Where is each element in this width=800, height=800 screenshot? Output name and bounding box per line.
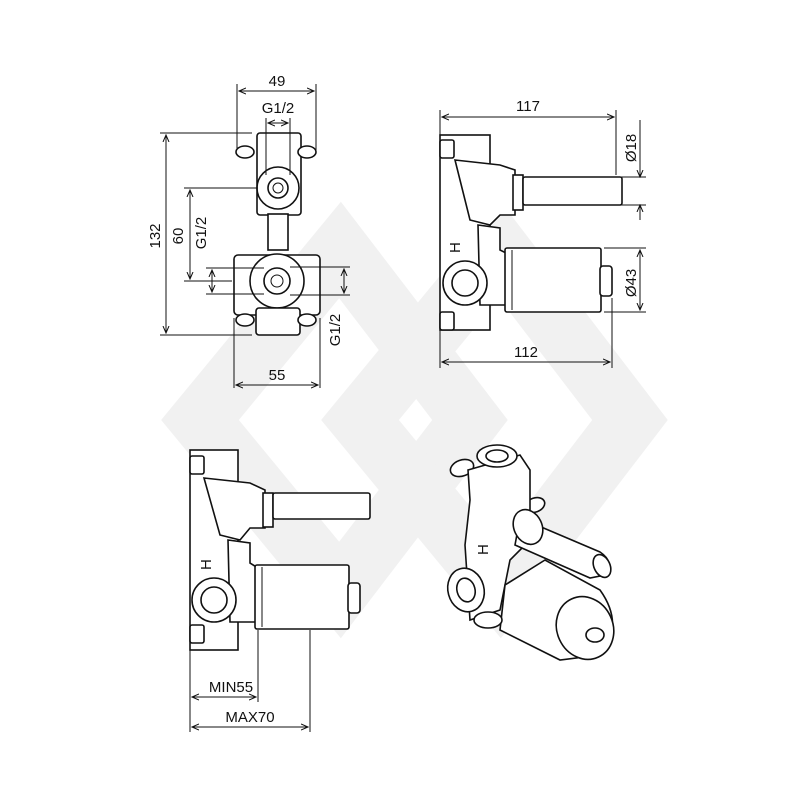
side-hot-mark: H [447,242,464,253]
front-mount-ear-br [297,313,317,327]
install-cartridge [254,564,350,630]
install-clip-top [189,455,205,475]
iso-top-port-inner [485,449,509,463]
dim-front-thread-top: G1/2 [262,100,295,117]
dim-front-height-total: 132 [147,223,164,248]
install-handle-small [272,492,371,520]
front-neck [267,213,289,251]
iso-handle-collar [512,508,544,546]
iso-hot-mark: H [475,544,492,555]
side-port-inner [451,269,479,297]
dim-front-thread-left: G1/2 [193,217,210,250]
front-bottom-bracket [255,307,301,336]
isometric-view: H [446,444,615,661]
iso-cartridge-tip [585,627,605,643]
side-stem-collar [512,174,524,211]
dim-front-height-centers: 60 [170,228,187,245]
front-mount-ear-bl [235,313,255,327]
iso-handle-end [592,553,612,579]
iso-bottom-port [473,611,503,629]
front-view: 49 G1/2 132 60 G1/2 G1/2 55 [147,73,350,388]
dim-side-length-top: 117 [516,98,540,115]
dim-front-width-bottom: 55 [269,367,286,384]
dim-front-width-top: 49 [269,73,286,90]
dim-side-diameter-small: Ø18 [623,134,640,162]
install-view: H MIN55 MAX70 [189,449,371,732]
side-handle-small [522,176,623,206]
dim-install-min: MIN55 [209,679,253,696]
iso-side-port-inner [455,577,477,603]
dim-side-diameter-large: Ø43 [623,269,640,297]
dim-side-length-bottom: 112 [514,344,538,361]
front-mount-ear-tr [297,145,317,159]
install-clip-bottom [189,624,205,644]
side-view: H 117 Ø18 Ø43 112 [439,98,646,368]
side-clip-bottom [439,311,455,331]
install-cartridge-tip [347,582,361,614]
install-stem-collar [262,492,274,528]
side-cartridge [504,247,602,313]
dim-front-thread-bottom: G1/2 [327,314,344,347]
front-upper-port-inner [267,177,289,199]
install-port-inner [200,586,228,614]
front-mount-ear-tl [235,145,255,159]
install-upper-body [202,477,266,541]
dim-install-max: MAX70 [225,709,274,726]
front-lower-port-inner [263,267,291,295]
iso-cartridge-face [555,595,615,661]
side-upper-body [453,159,516,226]
side-cartridge-tip [599,265,613,297]
side-clip-top [439,139,455,159]
install-hot-mark: H [198,559,215,570]
